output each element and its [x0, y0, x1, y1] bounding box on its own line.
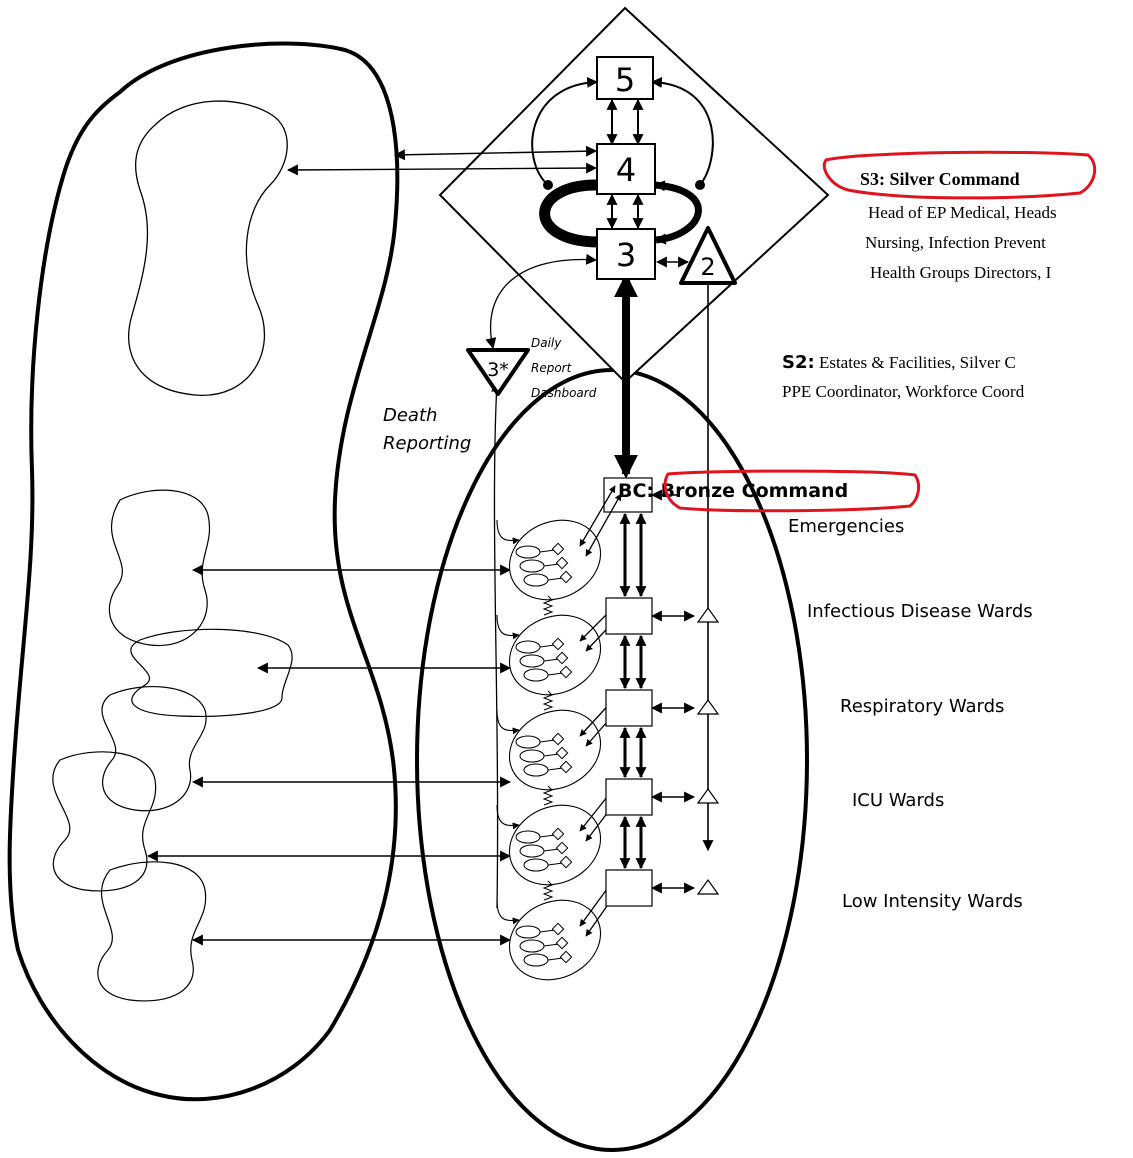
audit-link-unit-1	[497, 520, 519, 541]
sub-operation-3-3	[524, 764, 548, 776]
system-2-label: 2	[700, 253, 715, 281]
sub-operation-5-2	[520, 940, 544, 952]
unit-label-icu: ICU Wards	[852, 790, 944, 811]
operation-ellipse-1	[496, 506, 613, 615]
s3star-audit-channel	[494, 382, 497, 908]
audit-link-unit-5	[497, 900, 519, 921]
unit-regulator-2	[698, 608, 718, 622]
unit-label-emergencies: Emergencies	[788, 516, 904, 537]
silver-command-title: S3: Silver Command	[860, 169, 1020, 189]
s2-description-line1: S2: Estates & Facilities, Silver C	[782, 352, 1016, 373]
operation-ellipse-2	[496, 601, 613, 710]
unit-regulator-3	[698, 700, 718, 714]
sub-operation-5-1	[516, 926, 540, 938]
daily-report-label-line1: Daily	[531, 336, 562, 350]
system-4-label: 4	[616, 151, 636, 189]
system-3star-label: 3*	[487, 359, 509, 381]
operation-ellipse-4	[496, 791, 613, 900]
unit-label-respiratory: Respiratory Wards	[840, 696, 1004, 717]
unit-label-low-intensity: Low Intensity Wards	[842, 891, 1023, 912]
environment-region-5	[98, 862, 206, 1001]
sub-operation-4-3	[524, 859, 548, 871]
sub-operation-3-2	[520, 750, 544, 762]
unit-management-box-4	[606, 779, 652, 815]
sub-operation-2-1	[516, 641, 540, 653]
operation-ellipse-5	[496, 886, 613, 995]
system-3star-triangle: 3*	[468, 350, 528, 394]
audit-link-unit-4	[497, 805, 519, 826]
silver-command-line1: Head of EP Medical, Heads	[868, 203, 1057, 222]
operation-ellipse-3	[496, 696, 613, 805]
sub-operation-5-3	[524, 954, 548, 966]
silver-command-line3: Health Groups Directors, I	[870, 263, 1052, 282]
environment-boundary	[10, 44, 398, 1100]
system-3-box: 3	[597, 229, 655, 279]
system-5-box: 5	[597, 57, 653, 99]
unit-management-box-5	[606, 870, 652, 906]
audit-link-unit-2	[497, 615, 519, 636]
s2-description-line2: PPE Coordinator, Workforce Coord	[782, 382, 1025, 401]
system-5-label: 5	[615, 61, 635, 99]
environment-region-3	[102, 687, 206, 811]
sub-operation-3-1	[516, 736, 540, 748]
unit-label-infectious-disease: Infectious Disease Wards	[807, 601, 1033, 622]
death-reporting-label-line1: Death	[383, 405, 437, 426]
unit-management-box-2	[606, 598, 652, 634]
environment-region-top	[129, 101, 288, 395]
sub-operation-1-2	[520, 560, 544, 572]
unit-regulator-5	[698, 880, 718, 894]
bronze-command-title: BC: Bronze Command	[618, 480, 848, 502]
daily-report-label-line2: Report	[531, 361, 573, 375]
s2-line1-text: Estates & Facilities, Silver C	[815, 353, 1016, 372]
system-4-box: 4	[597, 144, 655, 194]
environment-region-2	[131, 629, 292, 716]
s2-prefix: S2:	[782, 352, 815, 373]
sub-operation-4-1	[516, 831, 540, 843]
audit-link-unit-3	[497, 710, 519, 731]
unit-mgmt-link-a-1	[580, 486, 615, 546]
environment-region-1	[109, 490, 209, 645]
unit-regulator-4	[698, 789, 718, 803]
system-3-label: 3	[616, 236, 636, 274]
unit-management-box-3	[606, 690, 652, 726]
silver-command-line2: Nursing, Infection Prevent	[865, 233, 1046, 252]
sub-operation-1-1	[516, 546, 540, 558]
death-reporting-label-line2: Reporting	[383, 433, 471, 454]
sub-operation-4-2	[520, 845, 544, 857]
sub-operation-2-3	[524, 669, 548, 681]
sub-operation-1-3	[524, 574, 548, 586]
sub-operation-2-2	[520, 655, 544, 667]
daily-report-label-line3: Dashboard	[531, 386, 597, 400]
